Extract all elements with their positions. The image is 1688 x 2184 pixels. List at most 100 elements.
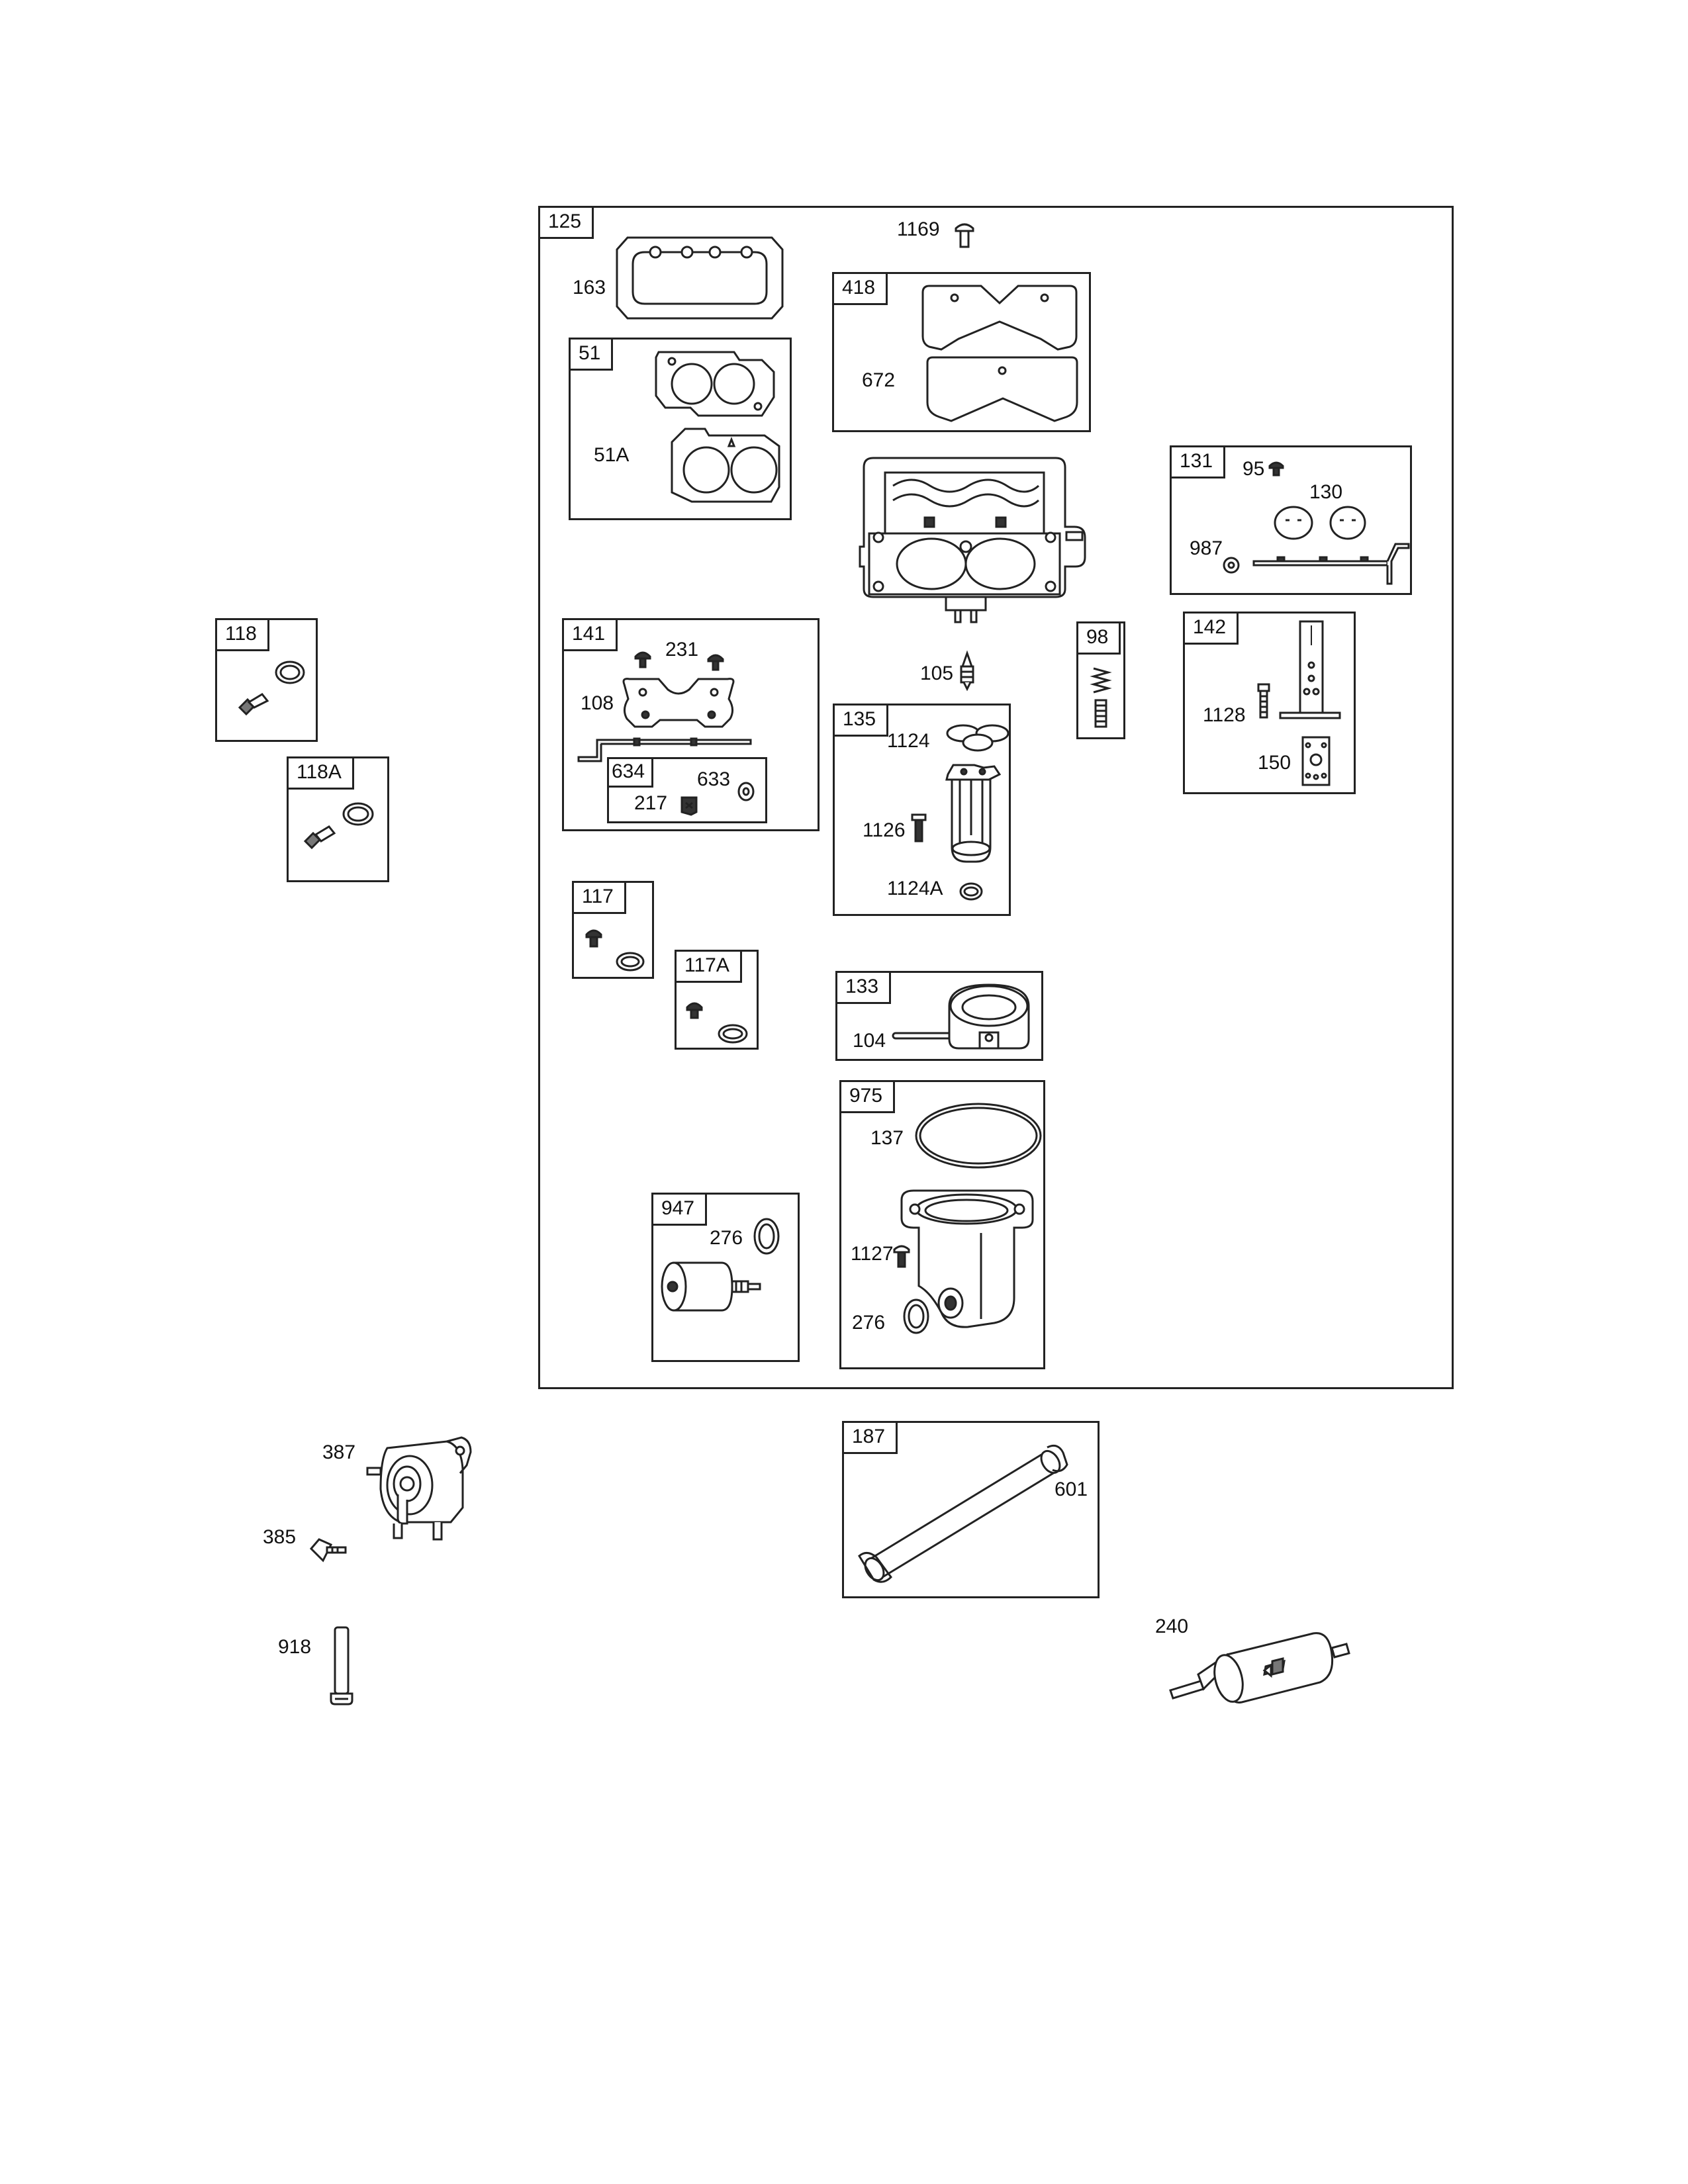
part-1124a-label: 1124A bbox=[887, 878, 943, 899]
kit-118a-frame: 118A bbox=[287, 756, 389, 882]
kit-187-frame: 187 bbox=[842, 1421, 1100, 1598]
float-cup-1124-icon bbox=[943, 723, 1012, 753]
kit-118-label: 118 bbox=[217, 620, 269, 651]
screw-117a-icon bbox=[684, 999, 707, 1021]
spacer-133-icon bbox=[943, 979, 1035, 1054]
kit-142-frame: 142 bbox=[1183, 612, 1356, 794]
o-ring-137-icon bbox=[912, 1100, 1045, 1171]
part-276-947-label: 276 bbox=[710, 1227, 743, 1249]
elbow-975-icon bbox=[895, 1187, 1041, 1331]
kit-947-frame: 947 bbox=[651, 1193, 800, 1362]
kit-634-label: 634 bbox=[609, 759, 654, 788]
part-163-label: 163 bbox=[573, 277, 606, 298]
screw-231-right-icon bbox=[707, 651, 724, 671]
kit-141-label: 141 bbox=[564, 620, 618, 651]
part-130-label: 130 bbox=[1309, 481, 1343, 503]
part-108-label: 108 bbox=[581, 692, 614, 714]
part-276-975-label: 276 bbox=[852, 1312, 886, 1334]
gasket-117-icon bbox=[614, 950, 646, 973]
kit-51-frame: 51 bbox=[569, 338, 792, 520]
kit-125-label: 125 bbox=[540, 208, 594, 239]
part-1169-label: 1169 bbox=[897, 218, 940, 240]
screw-118a-icon bbox=[301, 824, 338, 852]
gasket-117a-icon bbox=[716, 1023, 749, 1045]
kit-131-frame: 131 bbox=[1170, 445, 1412, 595]
part-231-label: 231 bbox=[665, 639, 699, 660]
kit-133-label: 133 bbox=[837, 973, 892, 1004]
part-633-label: 633 bbox=[697, 768, 731, 790]
bracket-142-icon bbox=[1278, 619, 1350, 725]
fuel-line-187-icon bbox=[847, 1433, 1086, 1589]
kit-125-frame: 125 bbox=[538, 206, 1454, 1389]
carburetor-body-icon bbox=[859, 454, 1092, 639]
part-987-label: 987 bbox=[1190, 537, 1223, 559]
kit-98-label: 98 bbox=[1078, 623, 1121, 655]
intake-gasket-51a-icon bbox=[665, 424, 784, 507]
part-105-label: 105 bbox=[920, 662, 954, 684]
screw-1126-icon bbox=[910, 811, 928, 844]
spring-98-icon bbox=[1091, 664, 1111, 731]
fuel-filter-240-icon bbox=[1166, 1628, 1352, 1714]
washer-633-icon bbox=[737, 781, 755, 802]
o-ring-276-947-icon bbox=[752, 1216, 781, 1256]
intake-gasket-51-top-icon bbox=[652, 348, 776, 420]
part-1124-label: 1124 bbox=[887, 730, 930, 752]
washer-987-icon bbox=[1222, 556, 1241, 574]
solenoid-947-icon bbox=[658, 1247, 764, 1326]
screw-1128-icon bbox=[1254, 682, 1273, 721]
kit-418-frame: 418 bbox=[832, 272, 1091, 432]
kit-135-frame: 135 bbox=[833, 704, 1011, 916]
kit-947-label: 947 bbox=[653, 1195, 708, 1226]
tube-918-icon bbox=[328, 1625, 355, 1707]
fuel-pump-387-icon bbox=[361, 1436, 480, 1549]
gasket-118-icon bbox=[273, 659, 306, 686]
screw-95-icon bbox=[1268, 459, 1284, 477]
part-137-label: 137 bbox=[870, 1127, 904, 1149]
part-95-label: 95 bbox=[1243, 458, 1265, 480]
gasket-163-icon bbox=[614, 235, 785, 321]
kit-117a-label: 117A bbox=[677, 952, 742, 983]
kit-117a-frame: 117A bbox=[675, 950, 759, 1050]
o-ring-276-975-icon bbox=[902, 1297, 931, 1336]
kit-118a-label: 118A bbox=[289, 758, 354, 790]
screw-1169-icon bbox=[953, 220, 976, 250]
gasket-1124a-icon bbox=[959, 882, 984, 901]
part-150-label: 150 bbox=[1258, 752, 1291, 774]
needle-105-icon bbox=[957, 652, 977, 690]
rod-141-icon bbox=[575, 732, 753, 769]
part-385-label: 385 bbox=[263, 1526, 297, 1548]
kit-135-label: 135 bbox=[835, 705, 889, 737]
part-1128-label: 1128 bbox=[1203, 704, 1246, 726]
kit-141-frame: 141 bbox=[562, 618, 820, 831]
gasket-418-top-icon bbox=[920, 283, 1079, 352]
kit-975-label: 975 bbox=[841, 1082, 896, 1113]
kit-418-label: 418 bbox=[834, 274, 888, 305]
part-387-label: 387 bbox=[322, 1441, 356, 1463]
screw-118-icon bbox=[236, 692, 270, 719]
part-672-label: 672 bbox=[862, 369, 896, 391]
gasket-118a-icon bbox=[341, 801, 375, 827]
shaft-131-icon bbox=[1251, 541, 1410, 588]
part-1127-label: 1127 bbox=[851, 1243, 894, 1265]
plate-108-icon bbox=[619, 675, 738, 729]
kit-634-frame: 634 bbox=[607, 757, 767, 823]
kit-131-label: 131 bbox=[1172, 447, 1226, 478]
kit-142-label: 142 bbox=[1185, 614, 1239, 645]
spring-217-icon bbox=[679, 795, 699, 817]
plate-150-icon bbox=[1300, 735, 1332, 788]
kit-118-frame: 118 bbox=[215, 618, 318, 742]
part-601-label: 601 bbox=[1055, 1479, 1088, 1500]
kit-98-frame: 98 bbox=[1076, 621, 1125, 739]
part-217-label: 217 bbox=[634, 792, 668, 814]
kit-133-frame: 133 bbox=[835, 971, 1043, 1061]
screw-385-icon bbox=[308, 1534, 351, 1566]
screw-231-left-icon bbox=[634, 649, 651, 668]
part-240-label: 240 bbox=[1155, 1615, 1189, 1637]
kit-117-label: 117 bbox=[574, 883, 626, 914]
kit-187-label: 187 bbox=[844, 1423, 898, 1454]
part-918-label: 918 bbox=[278, 1636, 312, 1658]
float-1124-icon bbox=[933, 761, 1006, 874]
screw-1127-icon bbox=[892, 1243, 912, 1269]
kit-975-frame: 975 bbox=[839, 1080, 1045, 1369]
kit-51-label: 51 bbox=[571, 340, 614, 371]
